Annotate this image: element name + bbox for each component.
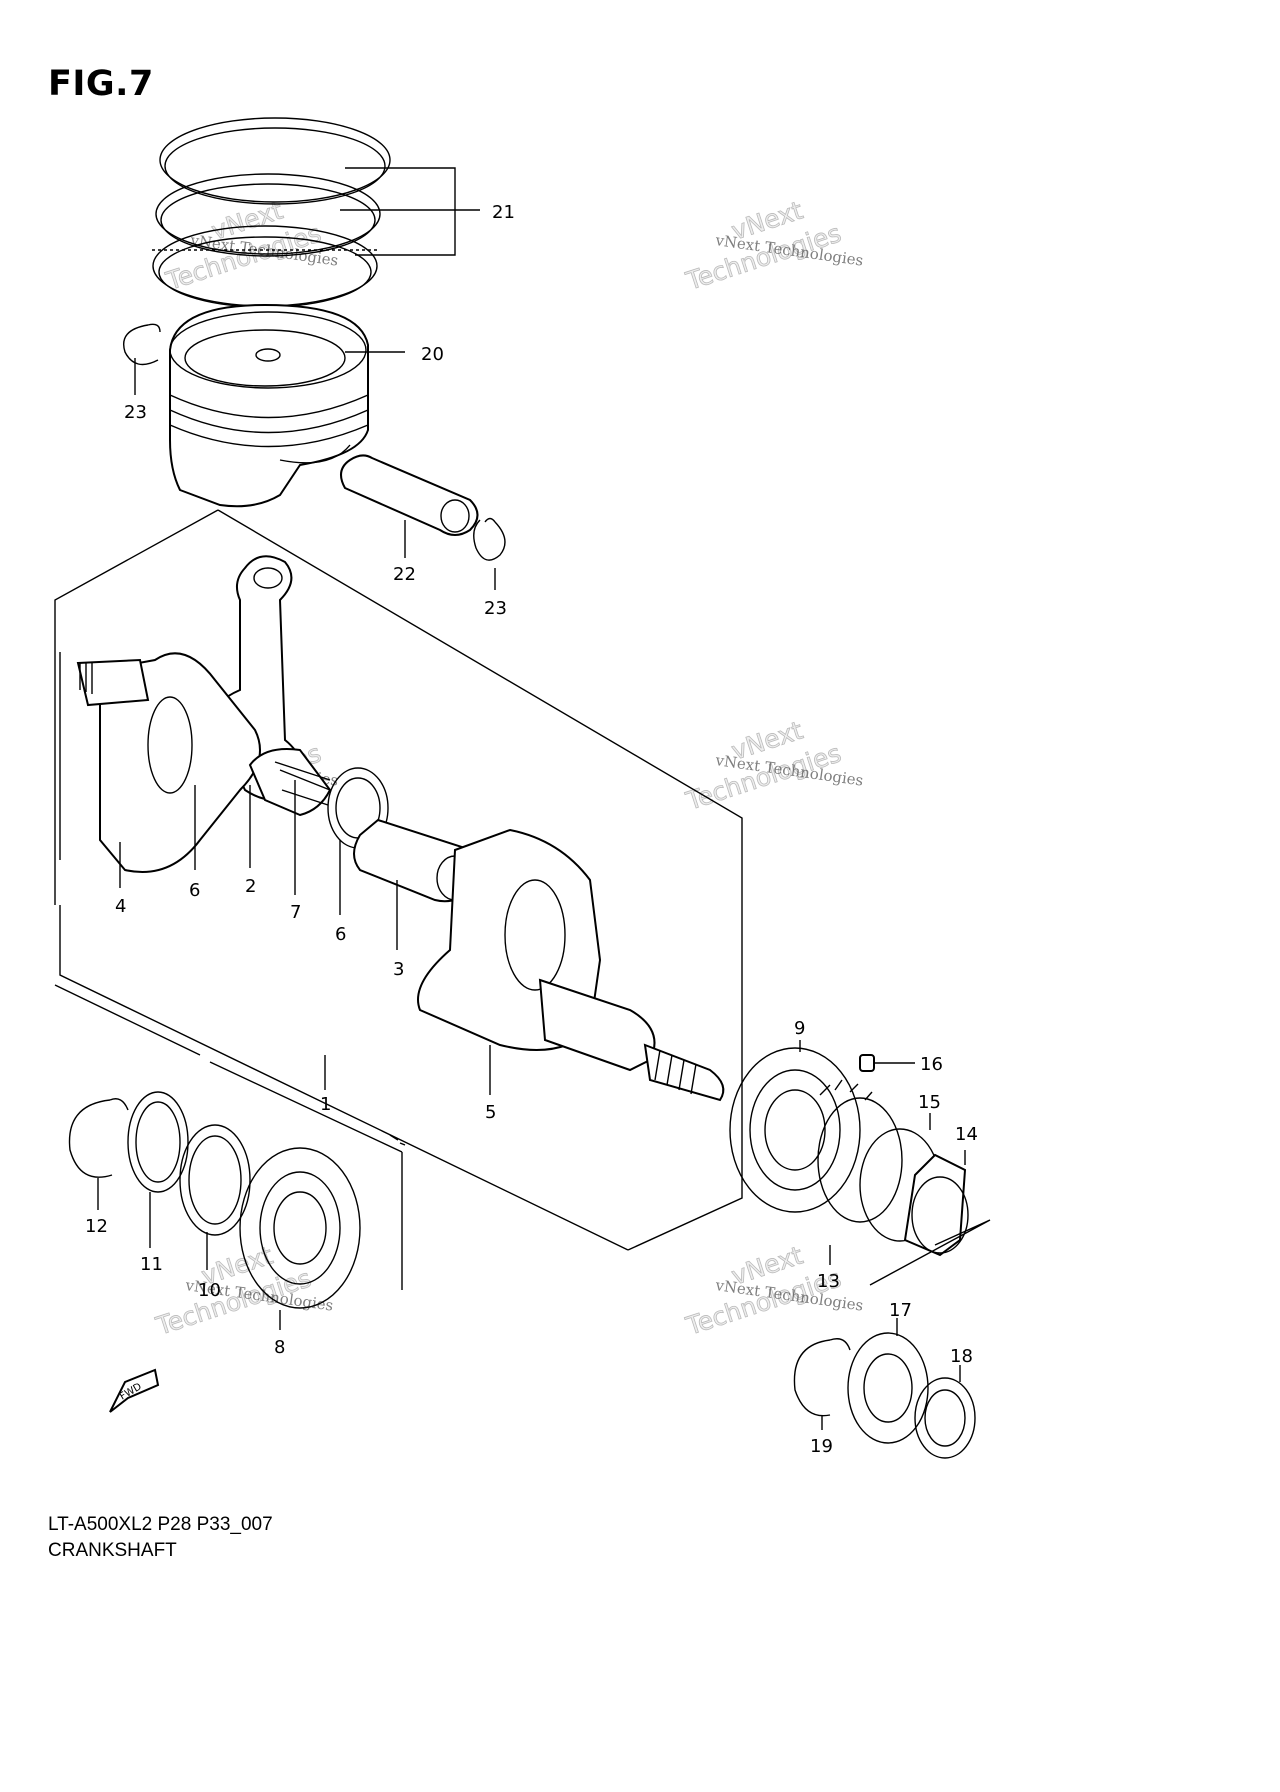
part-label-13: 13 — [817, 1271, 840, 1292]
left-bearing-group — [68, 1091, 361, 1309]
figure-caption: LT-A500XL2 P28 P33_007 CRANKSHAFT — [48, 1512, 273, 1564]
right-bearing-group — [729, 1047, 991, 1286]
part-label-12: 12 — [85, 1216, 108, 1237]
part-label-7: 7 — [290, 902, 301, 923]
part-label-21: 21 — [492, 202, 515, 223]
part-label-14: 14 — [955, 1124, 978, 1145]
part-label-10: 10 — [198, 1280, 221, 1301]
part-label-2: 2 — [245, 876, 256, 897]
part-label-23: 23 — [484, 598, 507, 619]
circlip-middle — [473, 517, 506, 561]
crank-web-right — [417, 828, 725, 1102]
figure-code: LT-A500XL2 P28 P33_007 — [48, 1514, 273, 1535]
part-label-18: 18 — [950, 1346, 973, 1367]
watermark-mid-right: Technologies vNext vNext Technologies — [682, 715, 865, 816]
part-label-4: 4 — [115, 896, 126, 917]
piston-pin — [340, 454, 479, 536]
part-label-6: 6 — [189, 880, 200, 901]
crank-web-left — [76, 652, 261, 873]
fwd-direction-arrow: FWD — [109, 1368, 160, 1413]
bottom-right-group — [793, 1332, 976, 1459]
part-number-labels: 21 20 23 22 23 4 6 2 7 6 3 1 5 9 16 15 1… — [85, 202, 978, 1457]
part-label-1: 1 — [320, 1094, 331, 1115]
part-label-6: 6 — [335, 924, 346, 945]
piston-rings — [152, 117, 391, 308]
part-label-20: 20 — [421, 344, 444, 365]
part-label-9: 9 — [794, 1018, 805, 1039]
part-label-16: 16 — [920, 1054, 943, 1075]
part-label-17: 17 — [889, 1300, 912, 1321]
circlip-top-left — [123, 323, 161, 366]
part-label-15: 15 — [918, 1092, 941, 1113]
part-label-8: 8 — [274, 1337, 285, 1358]
part-label-5: 5 — [485, 1102, 496, 1123]
part-label-22: 22 — [393, 564, 416, 585]
crank-pin-and-bearings — [248, 748, 478, 903]
piston — [169, 303, 369, 508]
figure-name: CRANKSHAFT — [48, 1540, 177, 1561]
watermark-top-left: Technologies vNext vNext Technologies — [162, 195, 340, 296]
leader-lines — [97, 167, 966, 1430]
watermark-top-right: Technologies vNext vNext Technologies — [682, 195, 865, 296]
part-label-19: 19 — [810, 1436, 833, 1457]
crankshaft-assembly-outline — [54, 509, 743, 1290]
part-label-3: 3 — [393, 959, 404, 980]
figure-title: FIG.7 — [48, 64, 154, 104]
part-label-23: 23 — [124, 402, 147, 423]
part-label-11: 11 — [140, 1254, 163, 1275]
